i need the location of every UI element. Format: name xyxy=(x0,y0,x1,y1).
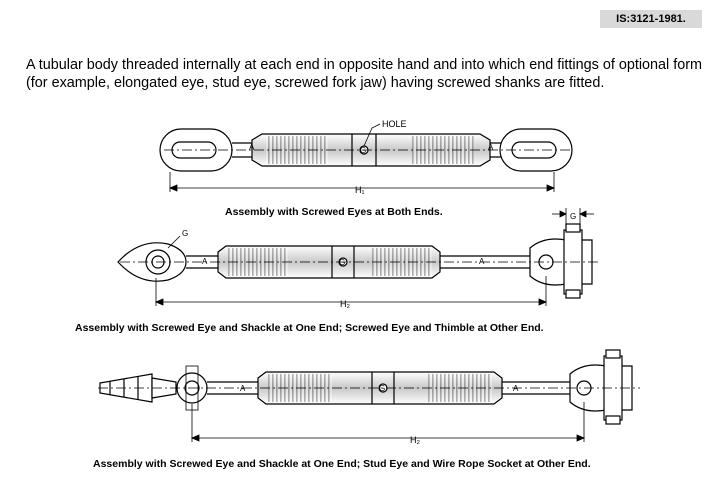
dimension-h1 xyxy=(168,172,556,192)
dimension-h2-a xyxy=(154,276,548,306)
figure-2-caption: Assembly with Screwed Eye and Shackle at… xyxy=(75,322,544,334)
body-tube-2 xyxy=(217,245,441,279)
label-g-mid-3: G xyxy=(379,384,385,393)
label-h1: H₁ xyxy=(355,185,365,195)
label-g-shackle: G xyxy=(570,212,576,221)
label-a-left-3: A xyxy=(240,384,246,393)
label-h2-a: H₂ xyxy=(340,299,350,309)
label-a-left-1: A xyxy=(249,143,255,152)
standard-number: IS:3121-1981. xyxy=(600,10,702,28)
label-g-thimble: G xyxy=(182,229,188,238)
shackle-2 xyxy=(529,223,593,299)
dimension-g-shackle xyxy=(552,208,594,226)
figure-3-eye-shackle-socket xyxy=(98,349,640,442)
figure-1-screwed-eyes xyxy=(159,123,573,192)
figure-3-caption: Assembly with Screwed Eye and Shackle at… xyxy=(93,458,591,470)
shackle-3 xyxy=(569,349,633,425)
label-a-right-2: A xyxy=(479,257,485,266)
label-g-mid-2: G xyxy=(339,258,345,267)
label-h2-b: H₂ xyxy=(410,435,420,445)
label-a-right-3: A xyxy=(513,384,519,393)
label-a-right-1: A xyxy=(488,143,494,152)
figure-2-eye-shackle-thimble xyxy=(117,208,600,306)
label-a-left-2: A xyxy=(202,257,208,266)
figure-1-caption: Assembly with Screwed Eyes at Both Ends. xyxy=(225,206,443,218)
description-text: A tubular body threaded internally at ea… xyxy=(26,57,703,91)
dimension-h2-b xyxy=(190,402,586,442)
label-hole: HOLE xyxy=(382,119,407,129)
label-g-mid-1: G xyxy=(360,146,366,155)
